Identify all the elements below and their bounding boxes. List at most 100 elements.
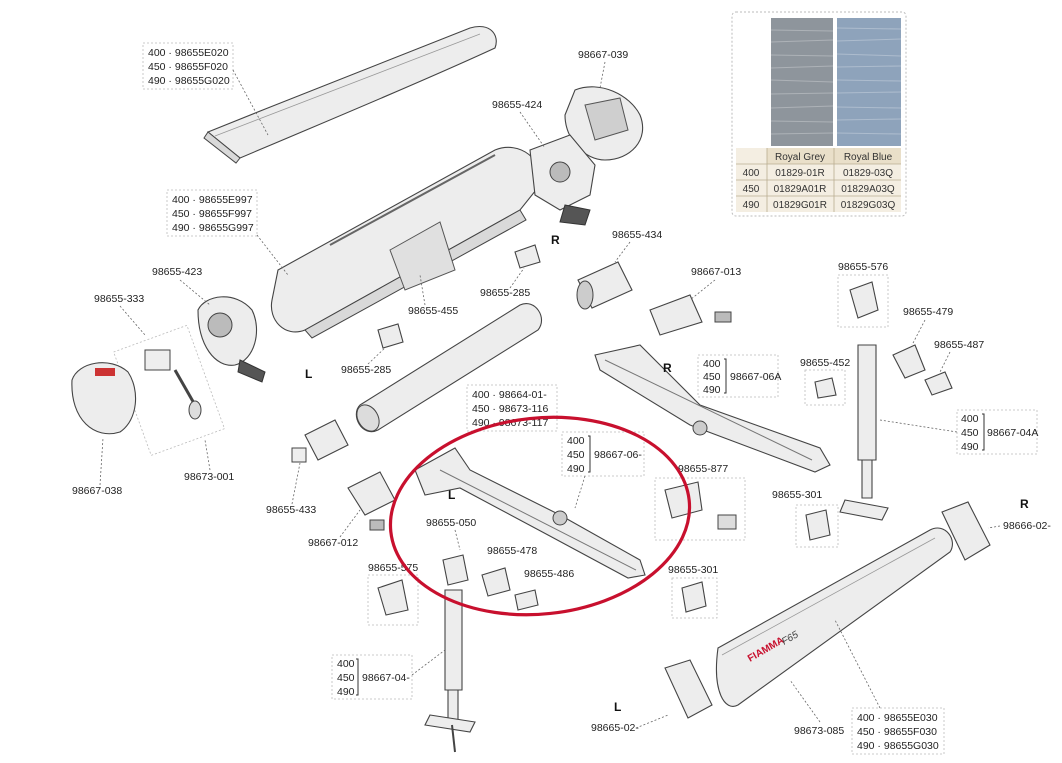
svg-text:450 · 98655F030: 450 · 98655F030 <box>857 726 937 738</box>
swatch-code-cell: 01829A01R <box>774 184 827 195</box>
swatch-header-blue: Royal Blue <box>844 152 893 163</box>
svg-text:98655-487: 98655-487 <box>934 339 984 351</box>
swatch-size-cell: 400 <box>743 168 760 179</box>
svg-text:98655-452: 98655-452 <box>800 357 850 369</box>
svg-text:98655-424: 98655-424 <box>492 99 542 111</box>
svg-text:490: 490 <box>961 441 979 453</box>
roller-tube-part <box>355 303 543 433</box>
part-486: 98655-486 <box>514 568 574 611</box>
svg-text:490 · 98655G997: 490 · 98655G997 <box>172 222 254 234</box>
svg-text:98667-038: 98667-038 <box>72 485 122 497</box>
svg-text:98655-576: 98655-576 <box>838 261 888 273</box>
svg-text:490: 490 <box>337 686 355 698</box>
svg-text:98667-06A: 98667-06A <box>730 371 781 383</box>
svg-text:98655-486: 98655-486 <box>524 568 574 580</box>
svg-text:490: 490 <box>567 463 585 475</box>
svg-text:450 · 98673-116: 450 · 98673-116 <box>472 403 548 415</box>
svg-text:98666-02-: 98666-02- <box>1003 520 1051 532</box>
swatch-code-cell: 01829A03Q <box>841 184 895 195</box>
part-301-left: 98655-301 <box>668 564 718 619</box>
part-478: 98655-478 <box>481 545 537 597</box>
svg-text:L: L <box>614 700 621 714</box>
highlight-circle <box>388 415 692 617</box>
side-label-l-upper: L <box>305 367 312 381</box>
front-end-cap-left: L 98665-02- <box>591 659 713 734</box>
svg-text:400 · 98655E030: 400 · 98655E030 <box>857 712 938 724</box>
right-arm-assembly <box>594 344 831 473</box>
swatch-code-cell: 01829G03Q <box>841 200 896 211</box>
fabric-swatch-table: Royal Grey Royal Blue 400 01829-01R 0182… <box>731 11 907 217</box>
svg-text:98667-012: 98667-012 <box>308 537 358 549</box>
swatch-size-cell: 490 <box>743 200 760 211</box>
left-cover-038: 98667-038 <box>71 362 137 497</box>
swatch-code-cell: 01829-01R <box>775 168 824 179</box>
side-label-l-arm: L <box>448 488 455 502</box>
svg-text:98673-085: 98673-085 <box>794 725 844 737</box>
roller-end-433: 98655-433 <box>266 419 349 516</box>
svg-text:98667-039: 98667-039 <box>578 49 628 61</box>
left-arm-assembly <box>414 447 646 579</box>
right-leg-label: 400 450 490 98667-04A <box>879 409 1038 455</box>
swatch-code-cell: 01829G01R <box>773 200 827 211</box>
case-label: 400 · 98655E997 450 · 98655F997 490 · 98… <box>166 189 289 276</box>
svg-text:98655-333: 98655-333 <box>94 293 144 305</box>
front-end-cap-right: R 98666-02- <box>941 497 1051 561</box>
roller-tube-label: 400 · 98664-01- 450 · 98673-116 490 · 98… <box>466 384 558 432</box>
svg-text:490: 490 <box>703 384 721 396</box>
svg-text:98667-04A: 98667-04A <box>987 427 1038 439</box>
svg-text:98655-877: 98655-877 <box>678 463 728 475</box>
part-label-455: 98655-455 <box>408 305 458 317</box>
svg-text:450: 450 <box>961 427 979 439</box>
svg-text:98655-433: 98655-433 <box>266 504 316 516</box>
svg-text:400 · 98655E997: 400 · 98655E997 <box>172 194 253 206</box>
swatch-royal-blue <box>837 18 901 146</box>
part-050: 98655-050 <box>426 517 476 551</box>
part-877: 98655-877 <box>654 463 746 541</box>
front-bar-part: FIAMMA F65 <box>715 527 953 707</box>
top-cover-part <box>203 26 497 164</box>
left-leg-assembly <box>424 554 476 753</box>
left-end-bracket-423: 98655-423 <box>152 266 266 383</box>
left-arm-label: 400 450 490 98667-06- <box>561 431 645 509</box>
svg-text:400: 400 <box>567 435 585 447</box>
svg-text:400: 400 <box>337 658 355 670</box>
clip-285-lower: 98655-285 <box>341 323 404 376</box>
svg-text:R: R <box>1020 497 1029 511</box>
svg-text:490 · 98655G030: 490 · 98655G030 <box>857 740 939 752</box>
svg-text:98655-050: 98655-050 <box>426 517 476 529</box>
roller-drive-434: 98655-434 <box>576 229 662 310</box>
side-label-r-arm: R <box>663 361 672 375</box>
svg-text:450 · 98655F997: 450 · 98655F997 <box>172 208 252 220</box>
part-479: 98655-479 <box>892 306 953 379</box>
svg-text:98667-013: 98667-013 <box>691 266 741 278</box>
awning-case-part <box>270 146 542 339</box>
side-label-r: R <box>551 233 560 247</box>
svg-text:98667-04-: 98667-04- <box>362 672 410 684</box>
right-bracket-424: 98655-424 <box>492 99 596 226</box>
right-arm-label: 400 450 490 98667-06A <box>697 354 781 398</box>
svg-text:98667-06-: 98667-06- <box>594 449 642 461</box>
svg-text:98655-301: 98655-301 <box>772 489 822 501</box>
svg-text:98655-423: 98655-423 <box>152 266 202 278</box>
clip-285-upper: 98655-285 <box>480 244 541 299</box>
svg-text:450: 450 <box>337 672 355 684</box>
right-leg-assembly: 98655-576 <box>837 261 889 521</box>
swatch-header-grey: Royal Grey <box>775 152 825 163</box>
front-bar-label: 400 · 98655E030 450 · 98655F030 490 · 98… <box>834 619 945 755</box>
svg-text:400 · 98664-01-: 400 · 98664-01- <box>472 389 547 401</box>
svg-text:98655-301: 98655-301 <box>668 564 718 576</box>
svg-text:400: 400 <box>961 413 979 425</box>
part-label-001: 98673-001 <box>184 471 234 483</box>
svg-text:400: 400 <box>703 358 721 370</box>
part-487: 98655-487 <box>924 339 984 396</box>
crank-kit-333: 98655-333 <box>94 293 226 456</box>
part-452: 98655-452 <box>800 357 850 406</box>
swatch-royal-grey <box>771 18 833 146</box>
top-cover-label: 400 · 98655E020 450 · 98655F020 490 · 98… <box>142 42 269 136</box>
svg-text:98665-02-: 98665-02- <box>591 722 639 734</box>
right-end-cap-039: 98667-039 <box>564 49 644 161</box>
left-support-012: 98667-012 <box>308 471 396 549</box>
svg-text:400 · 98655E020: 400 · 98655E020 <box>148 47 229 59</box>
svg-text:98655-285: 98655-285 <box>341 364 391 376</box>
